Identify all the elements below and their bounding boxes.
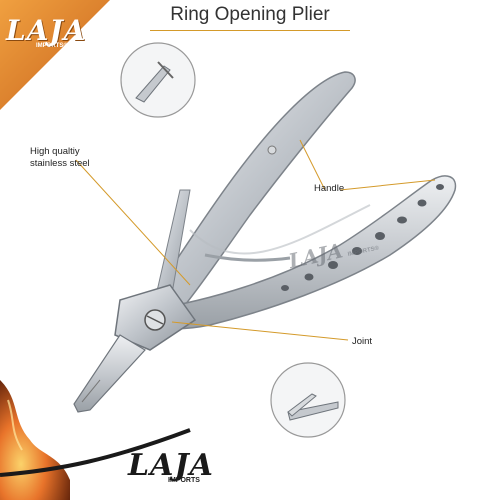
upper-handle-rivet bbox=[267, 145, 277, 155]
callout-joint: Joint bbox=[352, 336, 373, 347]
bottom-logo-tagline: IMPORTS bbox=[168, 477, 200, 484]
corner-logo-tagline: IMPORTS® bbox=[36, 43, 68, 49]
handle-holes bbox=[281, 184, 444, 291]
watermark-swoosh bbox=[189, 204, 371, 255]
callout-lines bbox=[75, 139, 436, 341]
tip-closeup-top bbox=[120, 42, 196, 118]
title-underline bbox=[150, 30, 350, 31]
corner-logo: LAJA IMPORTS® bbox=[6, 14, 86, 49]
page-title: Ring Opening Plier bbox=[170, 4, 330, 25]
callout-steel: High qualtiy stainless steel bbox=[30, 146, 90, 169]
corner-logo-text: LAJA bbox=[6, 14, 87, 47]
callout-handle: Handle bbox=[314, 183, 345, 194]
bottom-logo: LAJA IMPORTS bbox=[128, 448, 214, 484]
upper-handle bbox=[148, 71, 356, 306]
corner-banner bbox=[0, 0, 110, 110]
spring bbox=[204, 253, 291, 262]
bottom-swoosh bbox=[0, 428, 191, 477]
plier-tip bbox=[73, 334, 146, 413]
bottom-logo-text: LAJA bbox=[128, 448, 214, 483]
tip-closeup-bottom bbox=[270, 362, 346, 438]
